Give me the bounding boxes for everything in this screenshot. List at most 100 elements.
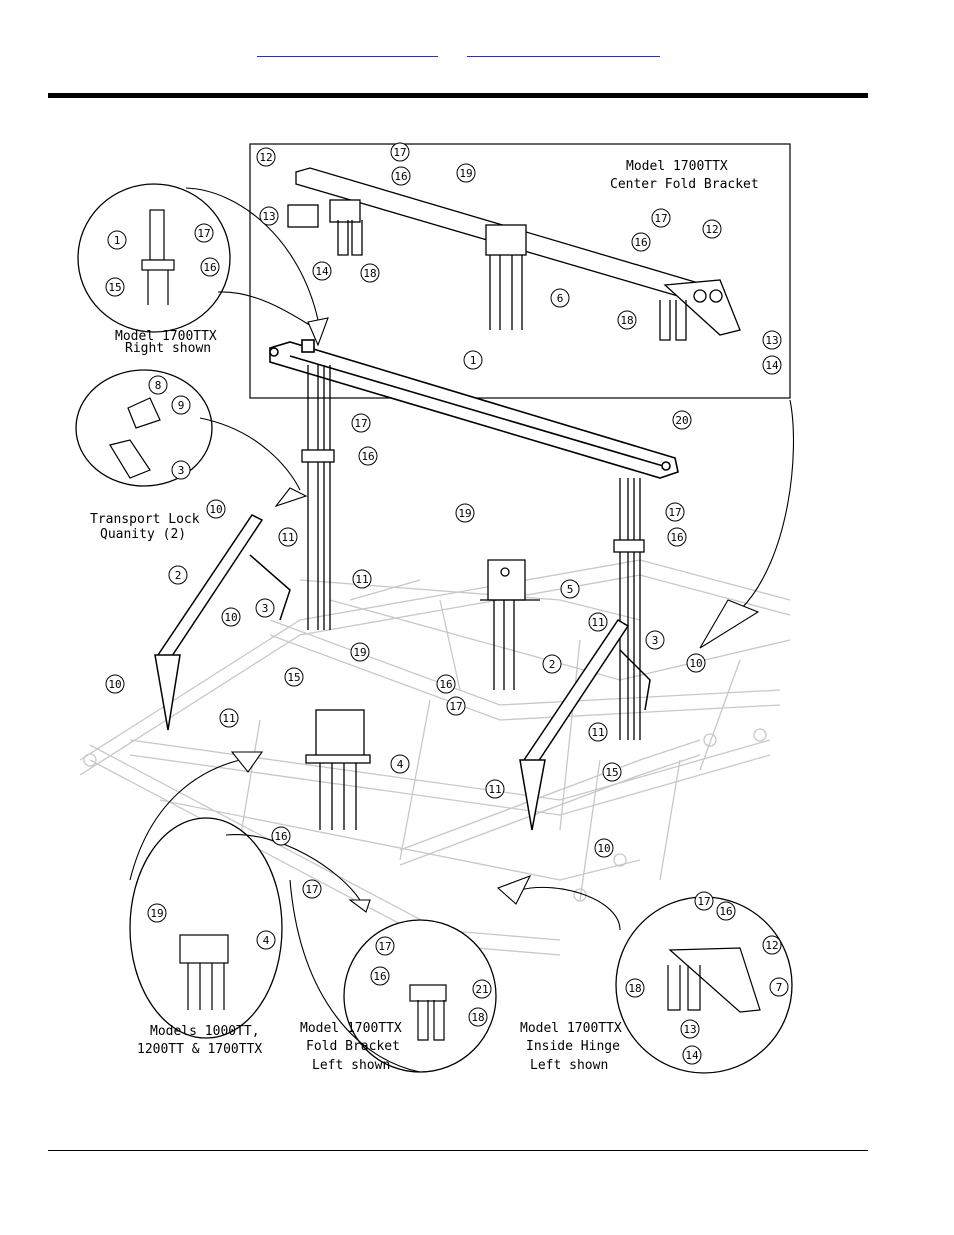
callout-balloon <box>602 762 622 782</box>
part-callout-11: 11 <box>588 612 608 632</box>
center-plates <box>305 559 540 830</box>
part-callout-13: 13 <box>680 1019 700 1039</box>
center-fold-inset-frame <box>249 143 791 399</box>
callout-number: 16 <box>670 531 683 544</box>
callout-number: 11 <box>355 573 368 586</box>
callout-number: 9 <box>178 399 185 412</box>
part-callout-18: 18 <box>360 263 380 283</box>
callout-balloon <box>255 598 275 618</box>
callout-balloon <box>278 527 298 547</box>
part-callout-1: 1 <box>463 350 483 370</box>
callout-number: 19 <box>353 646 366 659</box>
callout-balloon <box>762 355 782 375</box>
vertical-posts <box>301 365 645 740</box>
callout-balloon <box>148 375 168 395</box>
callout-number: 16 <box>634 236 647 249</box>
callout-number: 15 <box>287 671 300 684</box>
callout-balloon <box>542 654 562 674</box>
callout-balloon <box>360 263 380 283</box>
callout-balloon <box>271 826 291 846</box>
callout-balloon <box>716 901 736 921</box>
callout-number: 16 <box>203 261 216 274</box>
callout-balloon <box>631 232 651 252</box>
callout-number: 18 <box>620 314 633 327</box>
part-callout-17: 17 <box>694 891 714 911</box>
callout-balloon <box>221 607 241 627</box>
part-callout-17: 17 <box>665 502 685 522</box>
callout-number: 14 <box>765 359 779 372</box>
callout-number: 4 <box>263 934 270 947</box>
part-callout-4: 4 <box>256 930 276 950</box>
callout-balloon <box>651 208 671 228</box>
callout-balloon <box>256 147 276 167</box>
part-callout-18: 18 <box>617 310 637 330</box>
part-callout-11: 11 <box>219 708 239 728</box>
caption-inside-hinge-1: Model 1700TTX <box>520 1021 622 1036</box>
callout-number: 17 <box>197 227 210 240</box>
callout-number: 17 <box>305 883 318 896</box>
callout-number: 21 <box>475 983 488 996</box>
callout-number: 16 <box>274 830 287 843</box>
part-callout-11: 11 <box>352 569 372 589</box>
main-fold-bar <box>269 339 679 479</box>
part-callout-1: 1 <box>107 230 127 250</box>
callout-balloon <box>194 223 214 243</box>
callout-balloon <box>560 579 580 599</box>
callout-balloon <box>390 142 410 162</box>
part-callout-17: 17 <box>651 208 671 228</box>
callout-balloon <box>762 935 782 955</box>
caption-fold-bracket-3: Left shown <box>312 1058 390 1073</box>
callout-number: 11 <box>591 726 604 739</box>
part-callout-11: 11 <box>588 722 608 742</box>
part-callout-9: 9 <box>171 395 191 415</box>
callout-number: 3 <box>178 464 185 477</box>
part-callout-3: 3 <box>645 630 665 650</box>
part-callout-12: 12 <box>256 147 276 167</box>
callout-number: 11 <box>281 531 294 544</box>
callout-number: 17 <box>668 506 681 519</box>
callout-balloon <box>485 779 505 799</box>
callout-number: 10 <box>209 503 222 516</box>
callout-balloon <box>259 206 279 226</box>
callout-balloon <box>171 460 191 480</box>
part-callout-14: 14 <box>312 261 332 281</box>
callout-number: 18 <box>628 982 641 995</box>
callout-number: 17 <box>354 417 367 430</box>
callout-balloon <box>105 674 125 694</box>
part-callout-3: 3 <box>255 598 275 618</box>
part-callout-21: 21 <box>472 979 492 999</box>
callout-balloon <box>105 277 125 297</box>
callout-balloon <box>588 722 608 742</box>
part-callout-7: 7 <box>769 977 789 997</box>
callout-number: 16 <box>394 170 407 183</box>
callout-number: 7 <box>776 981 783 994</box>
callout-balloon <box>667 527 687 547</box>
part-callout-11: 11 <box>485 779 505 799</box>
lift-arms <box>154 514 651 831</box>
callout-balloon <box>206 499 226 519</box>
callout-balloon <box>456 163 476 183</box>
callout-balloon <box>463 350 483 370</box>
part-callout-2: 2 <box>168 565 188 585</box>
callout-balloon <box>446 696 466 716</box>
callout-balloon <box>168 565 188 585</box>
callout-balloon <box>665 502 685 522</box>
callout-balloon <box>219 708 239 728</box>
header-link-2[interactable] <box>467 42 660 57</box>
callout-balloon <box>256 930 276 950</box>
callout-number: 19 <box>150 907 163 920</box>
callout-balloon <box>594 838 614 858</box>
callout-number: 19 <box>458 507 471 520</box>
detail-arrows <box>129 187 794 1073</box>
callout-balloon <box>107 230 127 250</box>
callout-balloon <box>694 891 714 911</box>
part-callout-16: 16 <box>667 527 687 547</box>
callout-balloon <box>436 674 456 694</box>
header-link-1[interactable] <box>257 42 438 57</box>
callout-number: 15 <box>605 766 618 779</box>
caption-fold-bracket-2: Fold Bracket <box>306 1039 400 1054</box>
caption-center-fold-2: Center Fold Bracket <box>610 177 759 192</box>
part-callout-16: 16 <box>271 826 291 846</box>
inset-center-fold-bracket <box>287 167 741 341</box>
